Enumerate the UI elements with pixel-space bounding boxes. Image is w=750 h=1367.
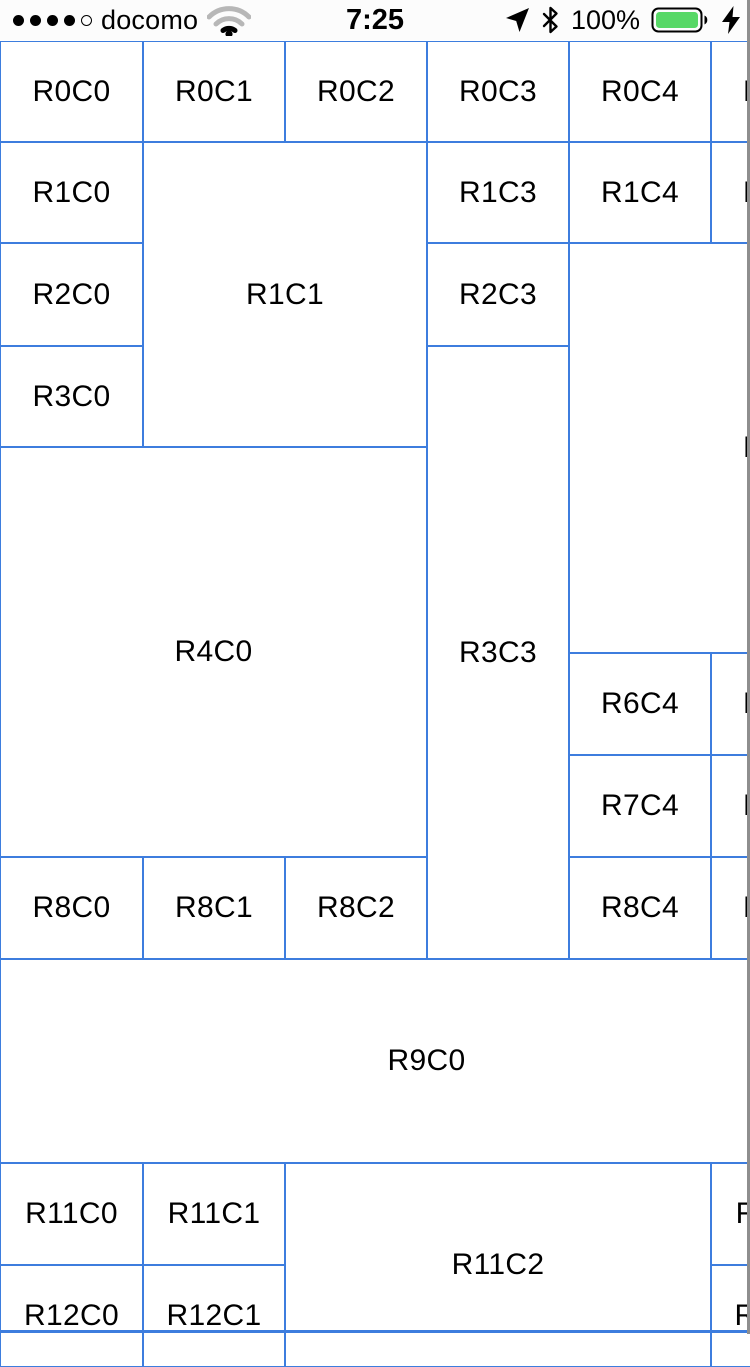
grid-cell-label: R11C1 [167, 1197, 261, 1230]
cell-signal-icon [13, 14, 92, 26]
grid-cell-label: R1C0 [32, 175, 111, 209]
grid-cell-r3c3[interactable]: R3C3 [427, 346, 569, 959]
grid-cell-r1c4[interactable]: R1C4 [569, 142, 711, 243]
grid-cell-label: R2C3 [459, 277, 537, 311]
grid-cell-label: R0C1 [175, 74, 253, 108]
grid-cell-label: R12C0 [24, 1299, 119, 1332]
clock-label: 7:25 [345, 3, 405, 36]
grid-cell-r7c5[interactable]: R7C5 [711, 755, 750, 857]
grid-cell-label: R2C0 [32, 277, 111, 311]
grid-cell-r12c5[interactable]: R12C5 [711, 1265, 750, 1367]
grid-cell-r8c5[interactable]: R8C5 [711, 857, 750, 959]
status-bar-left-group: docomo [13, 0, 252, 40]
grid-cell-label: R1C3 [459, 175, 537, 209]
bottom-edge-line [0, 1330, 750, 1333]
battery-icon [651, 7, 708, 33]
grid-cell-label: R8C0 [32, 891, 111, 924]
grid-cell-label: R4C0 [174, 635, 253, 668]
grid-cell-label: R0C3 [459, 74, 537, 108]
grid-cell-label: R12C5 [734, 1299, 750, 1332]
grid-cell-r9c0[interactable]: R9C0 [0, 959, 750, 1163]
grid-cell-label: R2C4 [743, 431, 750, 465]
grid-cell-r11c2[interactable]: R11C2 [285, 1163, 711, 1367]
grid-cell-label: R7C5 [743, 789, 750, 823]
grid-cell-r8c1[interactable]: R8C1 [143, 857, 285, 959]
signal-dot-empty [81, 14, 92, 26]
wifi-icon [207, 6, 252, 36]
grid-cell-label: R8C5 [743, 891, 750, 925]
carrier-label: docomo [101, 4, 199, 35]
signal-dot [47, 14, 58, 26]
battery-fill [656, 12, 698, 28]
battery-percent-label: 100% [570, 4, 640, 35]
grid-cell-label: R0C4 [601, 74, 679, 108]
grid-cell-label: R3C0 [32, 379, 111, 413]
grid-cell-label: R0C0 [32, 74, 111, 108]
signal-dot [30, 14, 41, 26]
grid-cell-label: R8C4 [601, 891, 679, 924]
grid-cell-r1c5[interactable]: R1C5 [711, 142, 750, 243]
grid-cell-label: R1C1 [246, 277, 324, 311]
bluetooth-icon [542, 6, 558, 34]
grid-cell-r11c0[interactable]: R11C0 [0, 1163, 143, 1265]
grid-cell-r1c1[interactable]: R1C1 [143, 142, 427, 447]
signal-dot [13, 14, 24, 26]
grid-cell-r8c4[interactable]: R8C4 [569, 857, 711, 959]
status-bar-right-group: 100% [505, 0, 742, 40]
grid-cell-label: R12C1 [166, 1299, 262, 1332]
grid-cell-label: R0C2 [317, 74, 395, 108]
grid-cell-r2c3[interactable]: R2C3 [427, 243, 569, 346]
grid-cell-label: R6C4 [601, 687, 679, 720]
grid-cell-label: R9C0 [387, 1044, 466, 1077]
location-arrow-icon [505, 8, 529, 32]
grid-cell-label: R1C4 [601, 175, 679, 209]
right-edge-line [747, 0, 750, 1334]
grid-cell-label: R6C5 [743, 687, 750, 721]
grid-cell-r12c1[interactable]: R12C1 [143, 1265, 285, 1367]
grid-cell-r6c4[interactable]: R6C4 [569, 653, 711, 755]
grid-cell-r0c1[interactable]: R0C1 [143, 41, 285, 142]
grid-cell-r11c5[interactable]: R11C5 [711, 1163, 750, 1265]
status-bar: docomo 7:25 100% [0, 0, 750, 40]
grid-cell-r2c0[interactable]: R2C0 [0, 243, 143, 346]
grid-cell-label: R1C5 [743, 176, 750, 210]
grid-cell-r0c0[interactable]: R0C0 [0, 41, 143, 142]
grid-cell-label: R11C0 [25, 1197, 118, 1230]
grid-cell-label: R0C5 [743, 75, 750, 109]
grid-cell-label: R8C2 [317, 891, 395, 924]
grid-cell-r1c3[interactable]: R1C3 [427, 142, 569, 243]
grid-cell-r8c0[interactable]: R8C0 [0, 857, 143, 959]
charging-bolt-icon [722, 6, 740, 34]
grid-cell-r1c0[interactable]: R1C0 [0, 142, 143, 243]
grid-cell-r0c4[interactable]: R0C4 [569, 41, 711, 142]
grid-cell-r12c0[interactable]: R12C0 [0, 1265, 143, 1367]
grid-cell-label: R11C2 [451, 1248, 545, 1281]
grid-cell-r11c1[interactable]: R11C1 [143, 1163, 285, 1265]
grid-cell-r0c5[interactable]: R0C5 [711, 41, 750, 142]
grid-cell-label: R11C5 [735, 1197, 750, 1230]
grid-cell-label: R3C3 [459, 635, 537, 669]
grid-cell-r6c5[interactable]: R6C5 [711, 653, 750, 755]
grid-cell-r8c2[interactable]: R8C2 [285, 857, 427, 959]
grid-cell-label: R8C1 [175, 891, 253, 924]
grid-cell-r0c3[interactable]: R0C3 [427, 41, 569, 142]
grid-cell-label: R7C4 [601, 789, 679, 822]
grid-cell-r2c4[interactable]: R2C4 [569, 243, 750, 653]
grid-cell-r3c0[interactable]: R3C0 [0, 346, 143, 447]
grid-cell-r0c2[interactable]: R0C2 [285, 41, 427, 142]
signal-dot [64, 14, 75, 26]
grid-cell-r4c0[interactable]: R4C0 [0, 447, 427, 857]
grid-cell-r7c4[interactable]: R7C4 [569, 755, 711, 857]
